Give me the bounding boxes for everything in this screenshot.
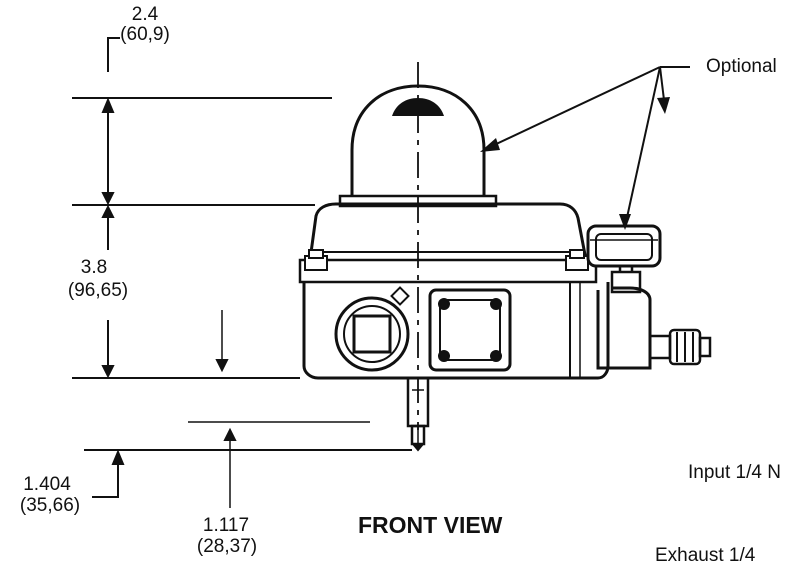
dim-top-mm: (60,9) [120,24,170,45]
bolt-left [304,249,328,271]
dome-indicator [350,84,486,196]
square-plate [428,288,512,372]
bolt-right [565,249,589,271]
optional-leader-dome [491,66,661,147]
housing-cover [308,202,588,261]
view-title: FRONT VIEW [358,512,503,538]
pressure-gauge [586,224,662,268]
housing-body [302,282,610,380]
dim-bracket-top [107,37,120,72]
housing-flange [298,258,598,284]
input-callout: Input 1/4 N [688,462,781,483]
drive-shaft [406,376,430,452]
dim-shaft-mm: (28,37) [196,536,258,557]
dim-shaft-inch: 1.117 [202,515,250,536]
dim-mid-inch: 3.8 [80,257,108,278]
dim-top-inch: 2.4 [131,4,159,25]
dim-bracket-bottom [92,462,119,498]
dim-bottom-mm: (35,66) [19,495,81,516]
optional-callout: Optional [706,56,777,77]
gauge-stem [610,270,642,294]
optional-leader-gauge [625,66,661,223]
dim-mid-mm: (96,65) [67,280,129,301]
manifold-block [596,286,652,370]
exhaust-callout: Exhaust 1/4 [655,545,756,566]
dim-bottom-inch: 1.404 [23,474,71,495]
exhaust-fitting [648,328,712,366]
conduit-port [334,286,410,372]
